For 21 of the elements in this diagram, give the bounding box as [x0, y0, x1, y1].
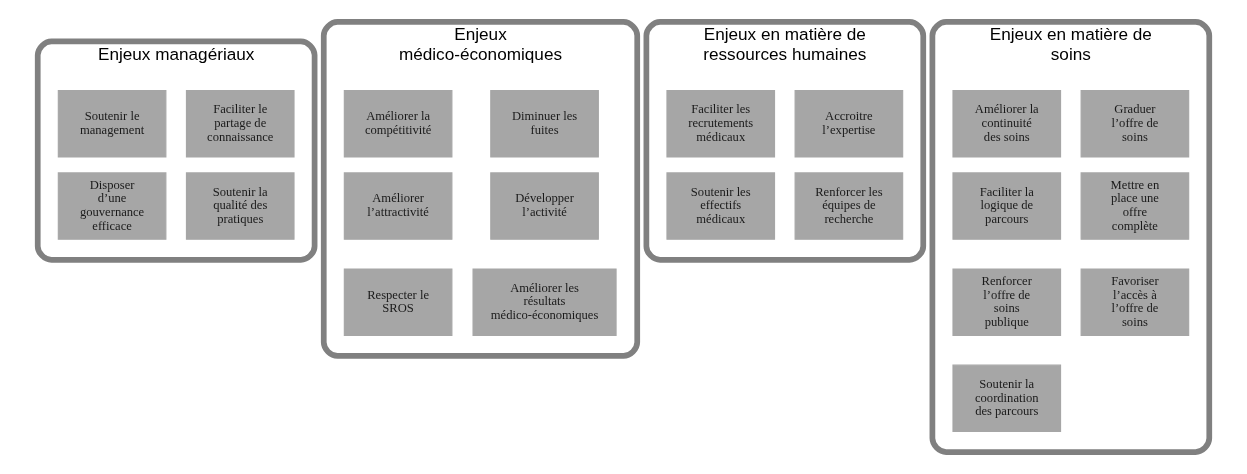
node-box: Respecter le SROS: [343, 268, 453, 336]
node-box: Mettre en place une offre complète: [1080, 172, 1190, 240]
node-box: Diminuer les fuites: [490, 90, 599, 158]
node-box: Favoriser l’accès à l’offre de soins: [1080, 268, 1190, 336]
node-box: Faciliter le partage de connaissance: [185, 90, 295, 158]
node-box: Faciliter la logique de parcours: [952, 172, 1062, 240]
node-box: Améliorer la compétitivité: [343, 90, 453, 158]
node-box: Développer l’activité: [490, 172, 599, 240]
node-box: Améliorer la continuité des soins: [952, 90, 1062, 158]
node-box: Améliorer l’attractivité: [343, 172, 453, 240]
node-box: Graduer l’offre de soins: [1080, 90, 1190, 158]
node-box: Disposer d’une gouvernance efficace: [57, 172, 167, 240]
node-box: Faciliter les recrutements médicaux: [666, 90, 776, 158]
node-box: Renforcer l’offre de soins publique: [952, 268, 1062, 336]
node-box: Soutenir les effectifs médicaux: [666, 172, 776, 240]
node-box: Améliorer les résultats médico-économiques: [472, 268, 617, 336]
node-box: Soutenir la coordination des parcours: [952, 364, 1062, 433]
node-box: Accroitre l’expertise: [794, 90, 904, 158]
node-box: Renforcer les équipes de recherche: [794, 172, 904, 240]
node-box: Soutenir le management: [57, 90, 167, 158]
node-box: Soutenir la qualité des pratiques: [185, 172, 295, 240]
